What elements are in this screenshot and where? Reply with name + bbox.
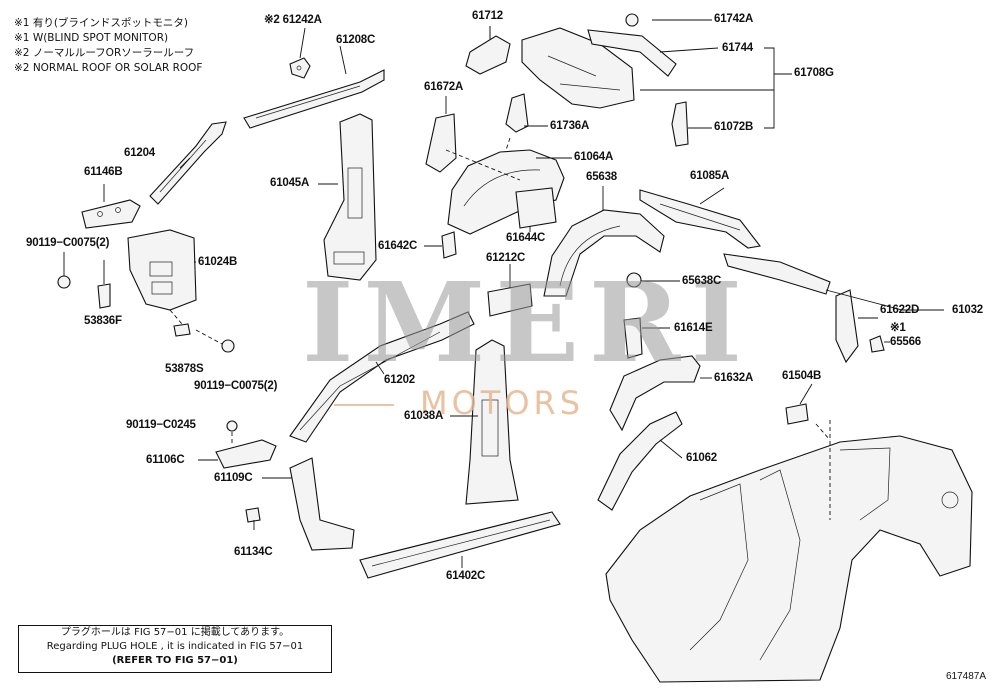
part-label-61614e[interactable]: 61614E (674, 322, 713, 334)
part-label-61632a[interactable]: 61632A (714, 372, 754, 384)
part-61146b (81, 199, 141, 229)
part-label-65638c[interactable]: 65638C (682, 275, 722, 287)
note-line: ※1 有り(ブラインドスポットモニタ) (14, 17, 189, 29)
part-label-61622d[interactable]: 61622D (880, 304, 920, 316)
part-label-61208c[interactable]: 61208C (336, 34, 376, 46)
part-61038a (465, 339, 519, 505)
part-61062 (597, 411, 683, 511)
part-label-61708g[interactable]: 61708G (794, 67, 834, 79)
watermark-motors: MOTORS (420, 384, 585, 422)
reference-line-jp: プラグホールは FIG 57−01 に掲載してあります。 (60, 627, 290, 638)
part-label-61742a[interactable]: 61742A (714, 13, 754, 25)
part-label-61504b[interactable]: 61504B (782, 370, 822, 382)
part-65566 (869, 335, 885, 353)
part-61708g-assy (521, 27, 635, 109)
part-61106c (215, 439, 277, 469)
part-61045a (323, 113, 377, 281)
part-bolt-90119-c0075-b (195, 329, 235, 353)
part-label-61032[interactable]: 61032 (952, 304, 983, 316)
watermark-rule (334, 404, 394, 406)
part-61504b (785, 403, 809, 425)
note-line: ※2 NORMAL ROOF OR SOLAR ROOF (14, 62, 203, 74)
part-label-61242a[interactable]: ※2 61242A (264, 14, 322, 26)
part-label-90119-c0245[interactable]: 90119−C0245 (126, 419, 196, 431)
part-label-53836f[interactable]: 53836F (84, 315, 122, 327)
part-label-61024b[interactable]: 61024B (198, 256, 238, 268)
reference-line-refer: (REFER TO FIG 57−01) (112, 655, 238, 666)
part-65638 (543, 209, 665, 297)
part-bolt-90119-c0075-a (57, 252, 71, 289)
part-label-61106c[interactable]: 61106C (146, 454, 185, 466)
part-label-65566[interactable]: ※1 65566 (890, 322, 921, 348)
part-61064a (447, 149, 565, 235)
part-61024b (127, 229, 197, 311)
part-label-61402c[interactable]: 61402C (446, 570, 486, 582)
part-label-61744[interactable]: 61744 (722, 42, 753, 54)
part-label-61072b[interactable]: 61072B (714, 121, 754, 133)
part-61742a (625, 13, 639, 27)
part-61402c (359, 511, 561, 579)
figure-number: 617487A (945, 671, 986, 682)
part-body-side-outer (605, 435, 973, 683)
part-label-61134c[interactable]: 61134C (234, 546, 273, 558)
part-label-61062[interactable]: 61062 (686, 452, 717, 464)
part-61736a (505, 93, 529, 133)
leader-lines (103, 19, 944, 568)
part-61032 (723, 253, 831, 295)
part-label-61085a[interactable]: 61085A (690, 170, 730, 182)
legend-notes: ※1 有り(ブラインドスポットモニタ) ※1 W(BLIND SPOT MONI… (14, 16, 202, 76)
part-label-61642c[interactable]: 61642C (378, 240, 418, 252)
part-label-61038a[interactable]: 61038A (404, 410, 444, 422)
part-61202 (289, 311, 475, 443)
part-label-61045a[interactable]: 61045A (270, 177, 310, 189)
part-61672a (425, 113, 457, 173)
part-label-90119-c0075-b[interactable]: 90119−C0075(2) (194, 380, 278, 392)
part-65638c (626, 272, 642, 288)
part-bolt-90119-c0245 (226, 420, 238, 446)
note-line: ※1 W(BLIND SPOT MONITOR) (14, 32, 169, 44)
part-label-61712[interactable]: 61712 (472, 10, 503, 22)
part-61632a (609, 355, 701, 432)
part-61208c (243, 69, 385, 129)
part-label-61644c[interactable]: 61644C (506, 232, 546, 244)
part-label-61064a[interactable]: 61064A (574, 151, 614, 163)
part-61072b (671, 101, 689, 147)
part-label-61212c[interactable]: 61212C (486, 252, 526, 264)
reference-line-en: Regarding PLUG HOLE , it is indicated in… (46, 641, 304, 652)
part-61712 (465, 26, 511, 75)
part-61642c (441, 231, 457, 259)
part-label-61146b[interactable]: 61146B (84, 166, 123, 178)
part-61622d (835, 289, 859, 364)
part-61644c (515, 187, 557, 229)
part-label-61109c[interactable]: 61109C (214, 472, 253, 484)
part-61614e (623, 317, 643, 359)
part-61109c (289, 457, 355, 551)
plug-hole-reference-box: プラグホールは FIG 57−01 に掲載してあります。 Regarding P… (18, 625, 332, 673)
part-label-61202[interactable]: 61202 (384, 374, 415, 386)
watermark-imeri: IMERI (302, 258, 752, 387)
part-61744 (587, 29, 677, 77)
part-label-61204[interactable]: 61204 (124, 147, 155, 159)
part-53836f (97, 260, 111, 309)
part-61204 (149, 121, 227, 205)
part-61242a (289, 57, 311, 79)
part-label-61672a[interactable]: 61672A (424, 81, 464, 93)
part-label-90119-c0075-a[interactable]: 90119−C0075(2) (26, 237, 110, 249)
part-label-65638[interactable]: 65638 (586, 171, 617, 183)
part-label-61736a[interactable]: 61736A (550, 120, 590, 132)
part-61085a (639, 189, 761, 249)
part-label-53878s[interactable]: 53878S (165, 363, 204, 375)
part-61212c (487, 283, 533, 317)
part-53878s (169, 309, 191, 337)
note-line: ※2 ノーマルルーフORソーラールーフ (14, 47, 195, 59)
part-61134c (245, 507, 261, 523)
